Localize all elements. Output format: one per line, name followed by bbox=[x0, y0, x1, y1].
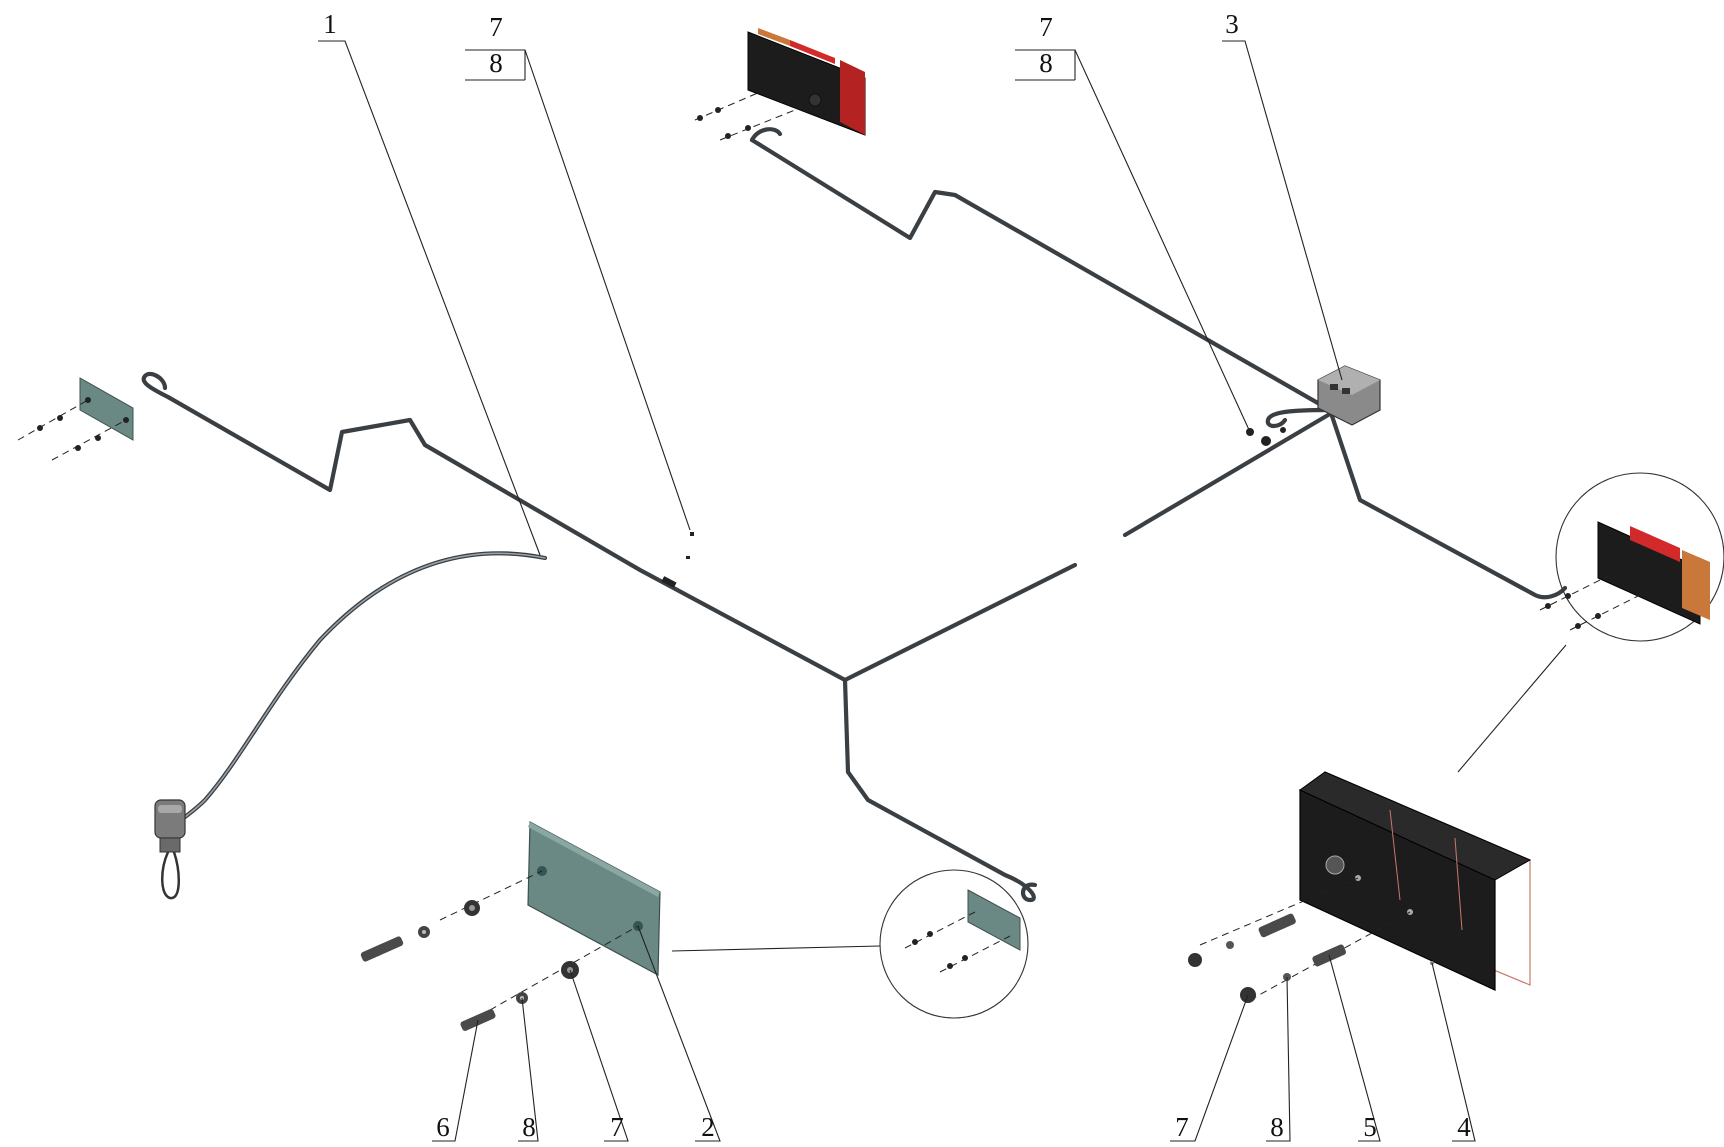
clip-icon bbox=[661, 576, 677, 588]
callout-6: 6 bbox=[436, 1112, 450, 1142]
clip-small-icon bbox=[690, 532, 694, 536]
callout-8-left: 8 bbox=[489, 48, 503, 78]
junction-box bbox=[1246, 365, 1381, 446]
harness-loop bbox=[1265, 407, 1333, 429]
callout-7-bottom-left: 7 bbox=[610, 1112, 624, 1142]
harness-down-branch bbox=[842, 677, 1038, 903]
harness-center-branch bbox=[842, 562, 1078, 683]
reflector-plate-main bbox=[360, 821, 661, 1031]
harness-center-right-segment bbox=[1122, 405, 1343, 538]
callout-7-right: 7 bbox=[1039, 12, 1053, 42]
wiring-harness bbox=[141, 127, 1568, 903]
reflector-plate-top-left bbox=[17, 377, 134, 461]
callout-8-bottom-right: 8 bbox=[1270, 1112, 1284, 1142]
tail-lamp-top bbox=[694, 28, 866, 141]
harness-left-branch bbox=[165, 394, 848, 683]
harness-upper-hook bbox=[749, 127, 783, 143]
callout-2: 2 bbox=[701, 1112, 715, 1142]
callout-5: 5 bbox=[1363, 1112, 1377, 1142]
tail-lamp-exploded bbox=[1188, 771, 1532, 1003]
callout-4: 4 bbox=[1457, 1112, 1471, 1142]
callout-1: 1 bbox=[323, 9, 337, 39]
washer-nut-group-upper bbox=[360, 900, 480, 962]
callout-8-bottom-left: 8 bbox=[522, 1112, 536, 1142]
callout-8-right: 8 bbox=[1039, 48, 1053, 78]
trailer-plug bbox=[154, 799, 186, 900]
detail-view-plate bbox=[671, 869, 1029, 1019]
harness-left-hook bbox=[141, 371, 171, 400]
leader-lines bbox=[318, 40, 1476, 1142]
callout-7-bottom-right: 7 bbox=[1175, 1112, 1189, 1142]
callout-labels: 1 7 8 7 8 3 6 8 7 2 7 8 5 4 bbox=[323, 9, 1471, 1142]
callout-3: 3 bbox=[1225, 9, 1239, 39]
harness-plug-cable bbox=[169, 551, 548, 833]
detail-view-lamp-right bbox=[1457, 472, 1724, 773]
harness-upper-branch bbox=[749, 137, 1333, 413]
callout-7-left: 7 bbox=[489, 12, 503, 42]
harness-right-branch bbox=[1327, 407, 1568, 600]
